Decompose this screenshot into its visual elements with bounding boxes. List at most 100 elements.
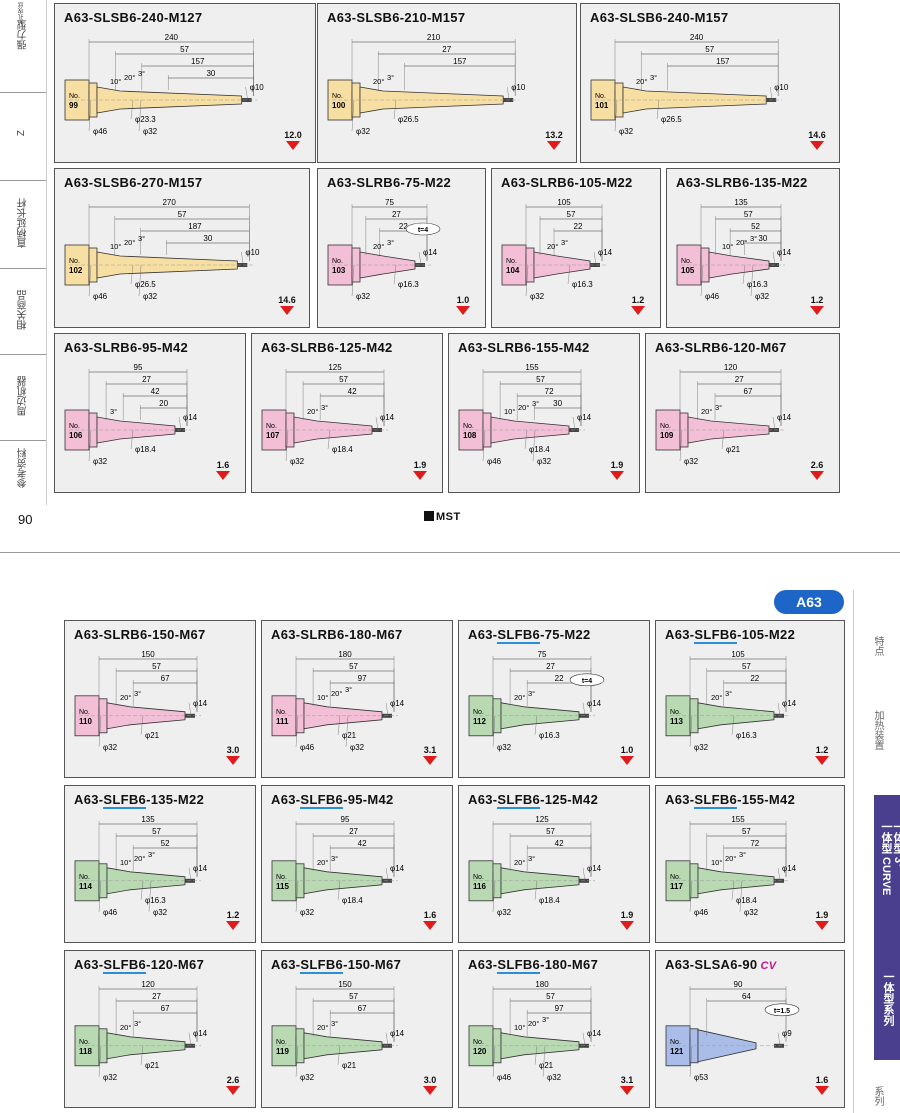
diameter-label: φ32 bbox=[694, 743, 709, 752]
right-tab-1[interactable]: 加热装置 bbox=[854, 700, 900, 790]
no-label: No. bbox=[473, 1039, 484, 1046]
dimension-label: 75 bbox=[538, 650, 547, 659]
mass-indicator: 1.2 bbox=[810, 745, 834, 765]
right-tab-active[interactable]: 一体型 3° 一体型 CURVE bbox=[874, 795, 900, 957]
diameter-label: φ18.4 bbox=[529, 445, 550, 454]
dimension-label: 22 bbox=[574, 222, 583, 231]
diameter-label: φ14 bbox=[183, 413, 198, 422]
holder-body bbox=[468, 860, 595, 902]
diameter-label: φ46 bbox=[300, 743, 315, 752]
item-number: 105 bbox=[681, 266, 695, 275]
dimension-label: 120 bbox=[141, 980, 155, 989]
angle-label: 3° bbox=[138, 69, 145, 78]
dimension-label: 187 bbox=[188, 222, 202, 231]
right-tab-4[interactable]: 系列 bbox=[854, 1084, 900, 1113]
diameter-label: φ18.4 bbox=[342, 896, 363, 905]
down-arrow-icon bbox=[286, 141, 300, 150]
down-arrow-icon bbox=[620, 921, 634, 930]
down-arrow-icon bbox=[280, 306, 294, 315]
angle-label: 3° bbox=[345, 685, 352, 694]
left-tab-5[interactable]: 参考资料 bbox=[0, 440, 46, 504]
item-number: 114 bbox=[79, 882, 92, 891]
right-tab-label: 一体型 3° 一体型 CURVE bbox=[880, 821, 900, 896]
diameter-label: φ18.4 bbox=[332, 445, 353, 454]
left-tab-4[interactable]: 周边机器 bbox=[0, 354, 46, 441]
no-label: No. bbox=[69, 423, 80, 430]
dimension-label: 150 bbox=[338, 980, 352, 989]
holder-body bbox=[590, 79, 783, 121]
diameter-label: φ14 bbox=[380, 413, 395, 422]
product-title: A63-SLRB6-95-M42 bbox=[64, 340, 189, 355]
diameter-label: φ16.3 bbox=[145, 896, 166, 905]
product-title: A63-SLFB6-135-M22 bbox=[74, 792, 205, 809]
no-label: No. bbox=[670, 1039, 681, 1046]
down-arrow-icon bbox=[423, 921, 437, 930]
dimension-label: 95 bbox=[341, 815, 350, 824]
dimension-label: 57 bbox=[742, 662, 751, 671]
product-title: A63-SLFB6-120-M67 bbox=[74, 957, 205, 974]
left-tab-label: 周边机器 bbox=[18, 376, 29, 416]
dimension-label: 30 bbox=[553, 399, 562, 408]
angle-label: 20° bbox=[636, 77, 647, 86]
dimension-label: 22 bbox=[555, 674, 564, 683]
item-number: 106 bbox=[69, 431, 83, 440]
diameter-label: φ14 bbox=[598, 248, 613, 257]
diameter-label: φ14 bbox=[390, 864, 405, 873]
right-tab-0[interactable]: 特点 bbox=[854, 620, 900, 710]
dimension-label: 157 bbox=[453, 57, 467, 66]
mass-indicator: 1.2 bbox=[805, 295, 829, 315]
mass-value: 1.9 bbox=[620, 910, 634, 920]
holder-body bbox=[665, 695, 790, 737]
diameter-label: φ32 bbox=[143, 292, 158, 301]
right-tab-series[interactable]: 一体型系列 bbox=[874, 957, 900, 1060]
thickness-callout bbox=[569, 673, 605, 687]
angle-label: 20° bbox=[317, 858, 328, 867]
no-label: No. bbox=[463, 423, 474, 430]
mass-value: 1.6 bbox=[216, 460, 230, 470]
left-tab-2[interactable]: 直柄延长杆 bbox=[0, 180, 46, 269]
angle-label: 3° bbox=[134, 1019, 141, 1028]
item-number: 108 bbox=[463, 431, 477, 440]
diameter-label: φ53 bbox=[694, 1073, 709, 1082]
mass-value: 2.6 bbox=[810, 460, 824, 470]
diameter-label: φ16.3 bbox=[539, 731, 560, 740]
left-tab-1[interactable]: Z bbox=[0, 92, 46, 181]
dimension-label: 27 bbox=[735, 375, 744, 384]
left-tab-0[interactable]: 强力型 钻孔攻丝 bbox=[0, 0, 46, 93]
left-tab-3[interactable]: 相关商品 bbox=[0, 268, 46, 355]
diameter-label: φ16.3 bbox=[398, 280, 419, 289]
brand-logo: MST bbox=[424, 511, 461, 523]
series-badge: A63 bbox=[774, 590, 844, 614]
dimension-label: 72 bbox=[750, 839, 759, 848]
angle-label: 10° bbox=[722, 242, 733, 251]
